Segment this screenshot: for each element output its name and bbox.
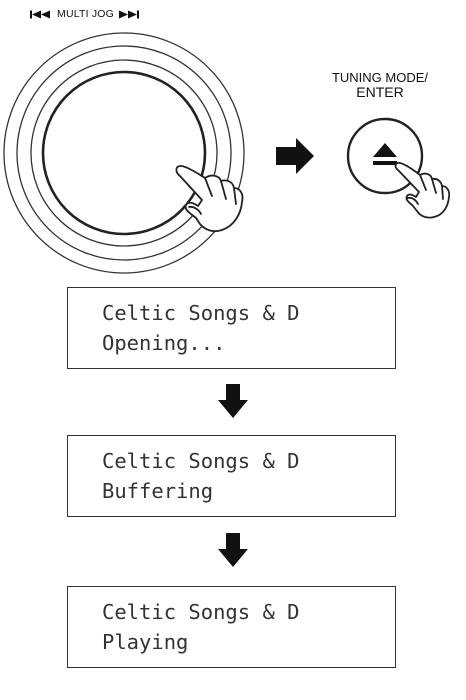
pointing-hand-icon: [175, 165, 244, 233]
lcd-line-2: Opening...: [102, 331, 226, 355]
pointing-hand-icon: [394, 161, 451, 219]
enter-text: ENTER: [356, 84, 404, 100]
tuning-mode-text: TUNING MODE/: [331, 70, 429, 85]
skip-previous-icon: [30, 10, 50, 19]
lcd-display-playing: Celtic Songs & D Playing: [67, 586, 396, 668]
down-arrow-icon: [218, 533, 248, 567]
controls-illustration: [3, 32, 451, 274]
lcd-line-1: Celtic Songs & D: [102, 301, 300, 325]
lcd-line-1: Celtic Songs & D: [102, 449, 300, 473]
down-arrow-icon: [218, 384, 248, 418]
lcd-line-1: Celtic Songs & D: [102, 600, 300, 624]
skip-next-icon: [119, 10, 140, 19]
lcd-display-buffering: Celtic Songs & D Buffering: [67, 435, 396, 517]
tuning-mode-label: TUNING MODE/ ENTER: [310, 70, 450, 100]
right-arrow-icon: [276, 138, 314, 174]
lcd-line-2: Playing: [102, 630, 189, 654]
eject-icon: [373, 143, 397, 165]
multi-jog-label: MULTI JOG: [30, 8, 220, 20]
lcd-display-opening: Celtic Songs & D Opening...: [67, 287, 396, 369]
lcd-line-2: Buffering: [102, 479, 214, 503]
multi-jog-text: MULTI JOG: [57, 8, 115, 20]
multi-jog-dial[interactable]: [3, 32, 245, 274]
